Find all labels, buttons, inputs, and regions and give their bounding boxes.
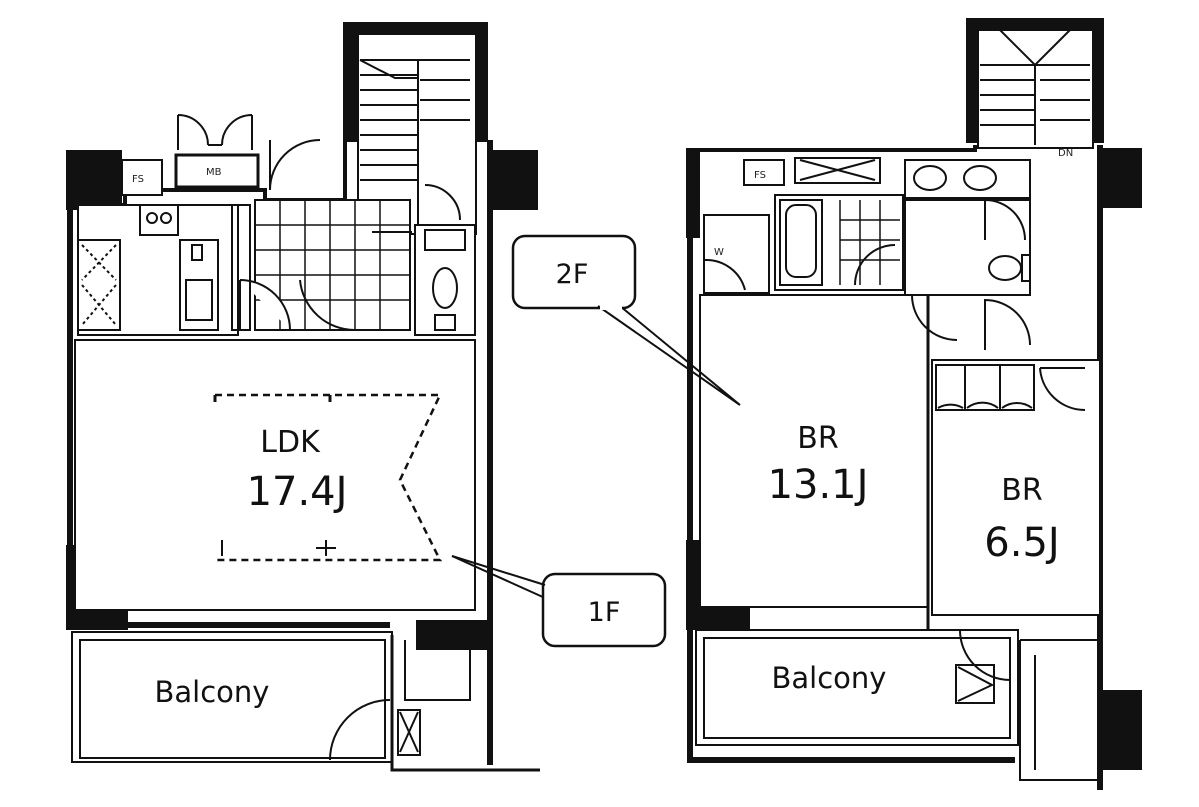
floor-2f: DN FS	[686, 18, 1142, 790]
callout-2f: 2F	[511, 234, 741, 406]
balcony-2f-frame	[695, 629, 1100, 781]
bathroom-1f	[231, 139, 411, 332]
wall-block	[416, 620, 488, 650]
wall-block	[66, 150, 122, 210]
callout-label-1f: 1F	[588, 597, 621, 628]
toilet-2f	[904, 199, 1031, 350]
callout-label-2f: 2F	[556, 259, 589, 290]
closet-2f	[935, 364, 1086, 412]
callout-1f: 1F	[451, 555, 667, 648]
fixture-label-mb: MB	[206, 167, 222, 178]
room-name-balcony-2f: Balcony	[772, 661, 887, 695]
room-name-ldk: LDK	[260, 425, 321, 460]
wall-block	[1102, 148, 1142, 208]
kitchen	[77, 204, 239, 336]
stair-shaft-1f	[343, 22, 488, 235]
fixture-label-dn: DN	[1058, 148, 1073, 159]
ceiling-dashed-outline	[213, 393, 443, 562]
room-area-br-large: 13.1J	[768, 462, 869, 508]
wall-block	[1102, 690, 1142, 770]
room-name-br-large: BR	[797, 421, 838, 456]
room-name-balcony-1f: Balcony	[155, 675, 270, 709]
floor-1f: FS MB	[66, 22, 540, 772]
fixture-label-fs: FS	[132, 174, 144, 185]
room-area-ldk: 17.4J	[247, 469, 348, 515]
fixture-label-w: W	[714, 247, 724, 258]
wall-block	[488, 150, 538, 210]
stair-shaft-2f: DN	[966, 18, 1104, 159]
bathroom-2f	[774, 194, 904, 291]
laundry-area: W	[703, 214, 770, 294]
fixture-label-fs-2f: FS	[754, 170, 766, 181]
fixture-boxes-1f: FS MB	[121, 114, 260, 196]
toilet-1f	[372, 224, 476, 336]
room-area-br-small: 6.5J	[984, 520, 1059, 566]
room-name-br-small: BR	[1001, 473, 1042, 508]
balcony-1f-frame	[71, 631, 540, 772]
